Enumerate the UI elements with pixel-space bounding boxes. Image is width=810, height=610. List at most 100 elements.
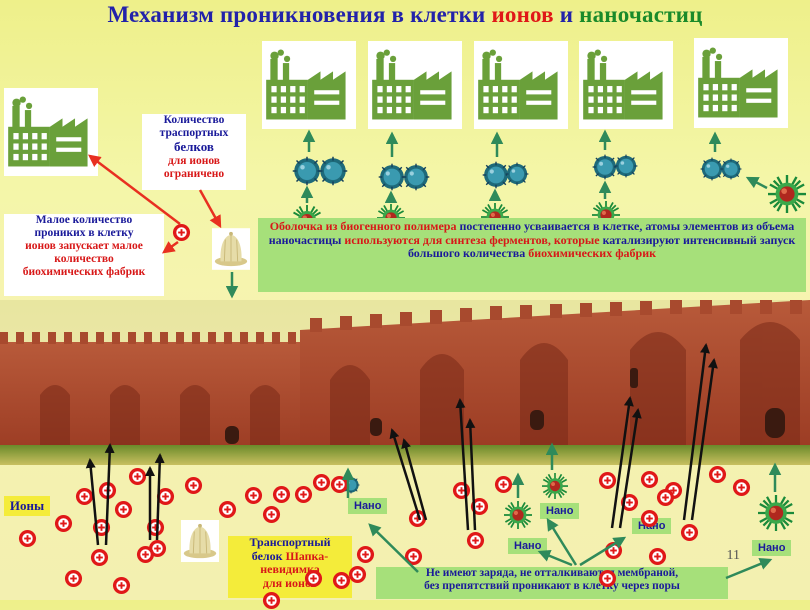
pores-explanation: Не имеют заряда, не отталкиваются мембра… (376, 567, 728, 599)
nanoparticle-icon (542, 472, 568, 500)
ion-icon (604, 541, 623, 560)
ion-icon (262, 591, 281, 610)
ion-icon (114, 500, 133, 519)
ion-icon (356, 545, 375, 564)
factory-icon (579, 41, 673, 129)
transporter-line2b: Шапка- (282, 548, 329, 563)
ion-icon (598, 471, 617, 490)
transporter-note: Транспортный белок Шапка- невидимка для … (228, 535, 352, 598)
ion-icon (244, 486, 263, 505)
ion-icon (708, 465, 727, 484)
shell-s5: биохимических фабрик (528, 246, 657, 261)
nanoparticle-icon (758, 494, 794, 532)
pores-line2: без препятствий проникают в клетку через… (424, 579, 680, 592)
slide-title: Механизм проникновения в клетки ионов и … (0, 2, 810, 28)
factory-icon (694, 38, 788, 128)
factory-icon (368, 41, 462, 129)
ions-label: Ионы (4, 496, 50, 516)
ion-icon (680, 523, 699, 542)
transporter-line4: для ионов (262, 575, 318, 590)
ion-icon (620, 493, 639, 512)
ion-icon (470, 497, 489, 516)
fortress-wall-image (0, 300, 810, 465)
ion-icon (732, 478, 751, 497)
ion-icon (18, 529, 37, 548)
hat-icon (180, 520, 220, 562)
shell-s3: используются для синтеза ферментов, кото… (344, 232, 600, 247)
nano-label: Нано (752, 540, 792, 556)
title-part1: Механизм проникновения в клетки (107, 2, 492, 27)
factory-icon (262, 41, 356, 129)
ion-icon (272, 485, 291, 504)
ions-note-line3: ионов запускает малое (25, 239, 143, 252)
nanoparticle-icon (504, 500, 532, 530)
nanoparticle-icon (505, 160, 529, 188)
transporter-line2a: белок (251, 548, 283, 563)
shell-s4: катализируют интенсивный запуск большого… (407, 232, 796, 261)
ion-icon (494, 475, 513, 494)
ions-note-line5: биохимических фабрик (22, 265, 146, 278)
ion-icon (184, 476, 203, 495)
transporter-line3: невидимка (260, 562, 320, 577)
ions-note-line2: прониких в клетку (34, 226, 134, 239)
ion-icon (640, 509, 659, 528)
ion-icon (294, 485, 313, 504)
ion-icon (98, 481, 117, 500)
ion-icon (404, 547, 423, 566)
ion-icon (348, 565, 367, 584)
transport-line4: для ионов (167, 154, 221, 167)
nanoparticle-icon (614, 152, 638, 180)
ion-icon (136, 545, 155, 564)
transport-limit-note: Количество траспортных белков для ионов … (142, 114, 246, 190)
factory-icon (474, 41, 568, 129)
ion-icon (330, 475, 349, 494)
ion-icon (90, 548, 109, 567)
title-and: и (553, 2, 580, 27)
ions-label-text: Ионы (9, 498, 45, 513)
hat-icon (212, 228, 250, 270)
ion-icon (64, 569, 83, 588)
ion-icon (156, 487, 175, 506)
transport-line5: ограничено (163, 167, 225, 180)
title-nano: наночастиц (579, 2, 703, 27)
ion-icon (262, 505, 281, 524)
ion-icon (75, 487, 94, 506)
ions-factory-note: Малое количество прониких в клетку ионов… (4, 214, 164, 296)
ion-icon (598, 569, 617, 588)
ion-icon (304, 569, 323, 588)
ion-icon (466, 531, 485, 550)
ion-icon (218, 500, 237, 519)
nanoparticle-icon (402, 162, 430, 192)
ion-icon (112, 576, 131, 595)
transport-line2: траспортных (159, 126, 229, 139)
transporter-line1: Транспортный (249, 535, 331, 549)
shell-explanation: Оболочка из биогенного полимера постепен… (258, 218, 806, 292)
shell-s2: постепенно усваивается в клетке, атомы э… (268, 219, 795, 247)
nano-label: Нано (540, 503, 580, 519)
ions-note-line4: количество (54, 252, 114, 265)
transport-line1: Количество (163, 114, 225, 126)
nano-label: Нано (508, 538, 548, 554)
ion-icon (640, 470, 659, 489)
shell-s1: Оболочка из биогенного полимера (269, 219, 457, 233)
ion-icon (146, 518, 165, 537)
ion-icon (648, 547, 667, 566)
page-number: 11 (726, 548, 740, 563)
ion-icon (92, 518, 111, 537)
nano-label: Нано (348, 498, 388, 514)
ion-icon (408, 509, 427, 528)
transport-line3: белков (174, 138, 214, 154)
ion-icon (128, 467, 147, 486)
ion-icon (172, 223, 191, 242)
nanoparticle-icon (318, 156, 348, 186)
ion-icon (312, 473, 331, 492)
ion-icon (656, 488, 675, 507)
nanoparticle-icon (768, 173, 806, 215)
title-ions: ионов (491, 2, 554, 27)
pores-line1: Не имеют заряда, не отталкиваются мембра… (425, 567, 679, 579)
ion-icon (452, 481, 471, 500)
nanoparticle-icon (720, 155, 742, 183)
ion-icon (54, 514, 73, 533)
factory-icon (4, 88, 98, 176)
ions-note-line1: Малое количество (35, 214, 133, 226)
